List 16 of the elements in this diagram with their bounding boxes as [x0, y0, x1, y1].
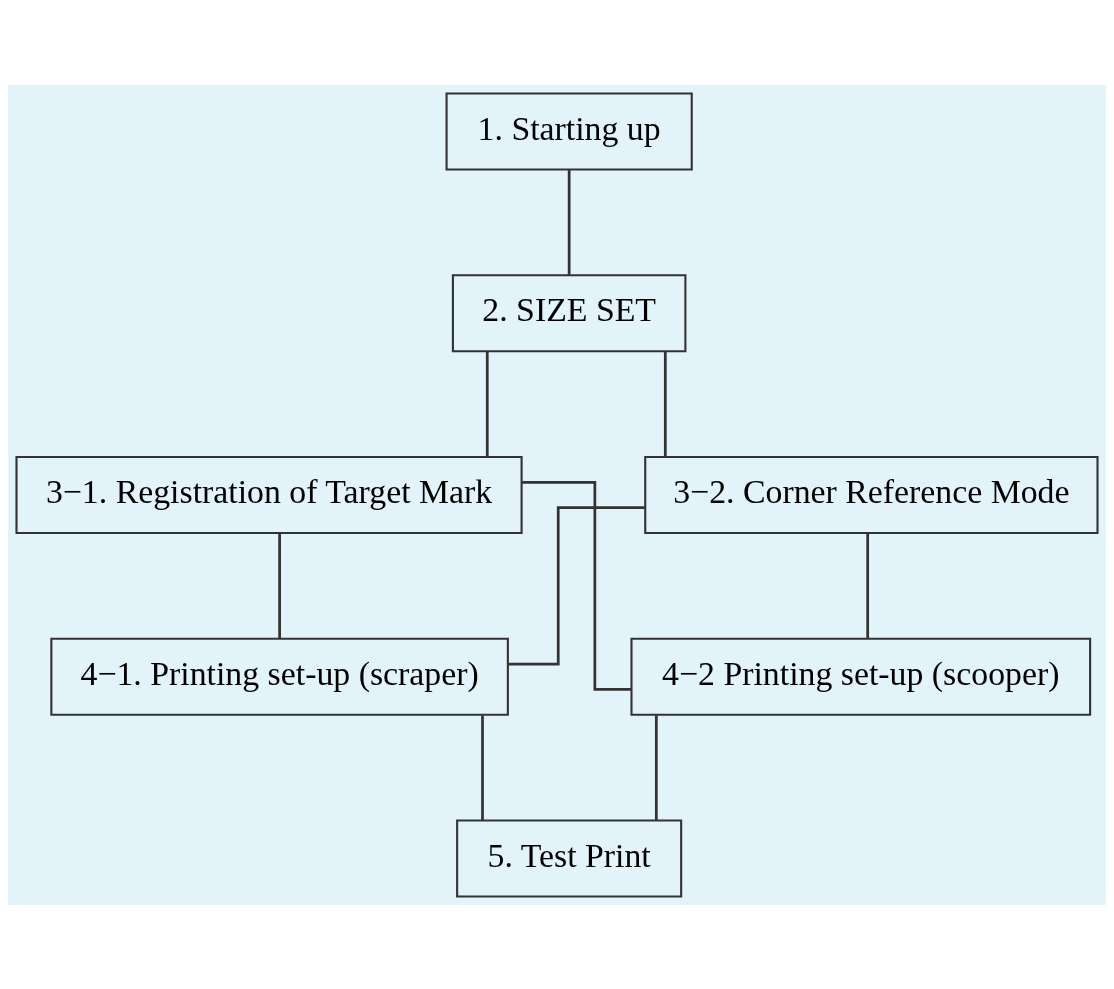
- node-box: 1. Starting up: [445, 91, 693, 171]
- connector: [663, 351, 667, 456]
- node-box: 2. SIZE SET: [451, 273, 687, 352]
- connector: [481, 714, 484, 820]
- node-box: 3−1. Registration of Target Mark: [15, 455, 523, 534]
- connector: [508, 505, 645, 665]
- node-box: 4−1. Printing set-up (scraper): [50, 637, 509, 716]
- connector: [278, 533, 281, 638]
- node-box: 5. Test Print: [456, 818, 683, 898]
- node-box: 3−2. Corner Reference Mode: [644, 455, 1099, 534]
- node-box: 4−2 Printing set-up (scooper): [630, 637, 1092, 716]
- connector: [866, 533, 870, 638]
- connector: [485, 351, 489, 456]
- connector: [654, 714, 658, 820]
- connector: [567, 169, 571, 275]
- connector: [521, 480, 632, 691]
